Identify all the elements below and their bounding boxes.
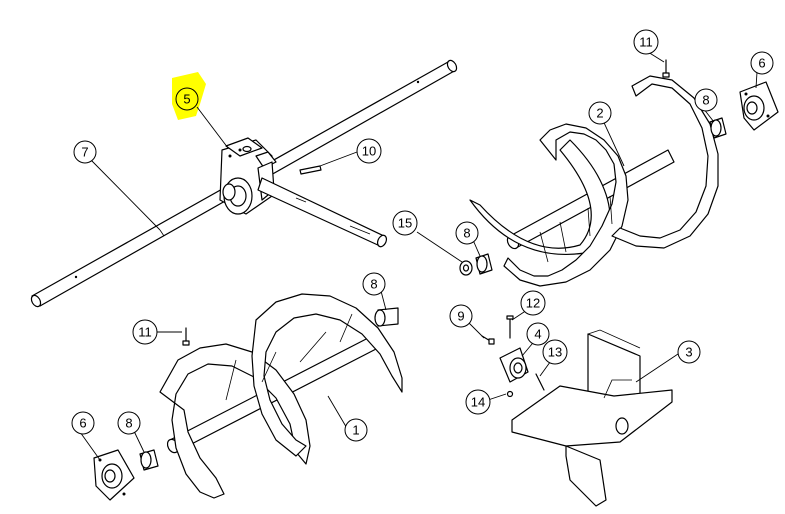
callout-9-label: 9 [457, 309, 464, 324]
bearing-flange-lower [93, 449, 135, 501]
callout-11-lower-label: 11 [138, 325, 152, 340]
callout-8-b: 8 [455, 221, 479, 245]
callout-8-c-label: 8 [370, 277, 377, 292]
callout-8-d-label: 8 [125, 416, 132, 431]
bearing-flange-upper [739, 81, 779, 131]
callout-7: 7 [73, 140, 97, 164]
pin-part-13 [535, 373, 545, 391]
callout-6-upper: 6 [750, 51, 774, 75]
bolt-part-9 [481, 335, 495, 345]
callout-8-a: 8 [694, 88, 718, 112]
callout-13: 13 [542, 339, 568, 365]
key-part-10 [299, 165, 322, 175]
callout-5: 5 [175, 87, 199, 111]
callout-1-label: 1 [352, 423, 359, 438]
auger-upper [469, 75, 719, 287]
callout-4-label: 4 [534, 327, 541, 342]
callout-11-upper: 11 [633, 29, 659, 55]
callout-13-label: 13 [548, 345, 562, 360]
callout-8-a-label: 8 [702, 93, 709, 108]
callout-8-b-label: 8 [463, 226, 470, 241]
bolt-part-11-upper [662, 59, 670, 78]
callout-6-upper-label: 6 [758, 56, 765, 71]
bushing-d [139, 449, 159, 471]
callout-4: 4 [526, 322, 550, 346]
callout-10: 10 [356, 138, 382, 164]
callout-11-lower: 11 [132, 319, 158, 345]
callout-14-label: 14 [471, 395, 485, 410]
callout-7-label: 7 [81, 145, 88, 160]
bolt-part-11-lower [182, 327, 190, 346]
callout-2-label: 2 [596, 106, 603, 121]
cross-shaft [257, 177, 388, 248]
washer-part-15 [459, 260, 473, 276]
bushing-b [475, 253, 493, 275]
nut-part-14 [506, 390, 514, 398]
callout-3-label: 3 [685, 345, 692, 360]
callout-6-lower-label: 6 [79, 416, 86, 431]
callout-15: 15 [392, 210, 418, 236]
callout-15-label: 15 [398, 216, 412, 231]
callout-14: 14 [465, 389, 491, 415]
callout-1: 1 [344, 418, 368, 442]
callout-5-label: 5 [183, 92, 190, 107]
callout-9: 9 [449, 304, 473, 328]
callout-8-d: 8 [117, 411, 141, 435]
callout-12-label: 12 [526, 296, 540, 311]
callout-2: 2 [588, 101, 612, 125]
housing-part-3 [511, 329, 673, 507]
bushing-a [709, 117, 727, 139]
callout-10-label: 10 [362, 144, 376, 159]
bushing-c [374, 307, 399, 327]
auger-lower [159, 293, 403, 499]
callout-12: 12 [520, 290, 546, 316]
callout-6-lower: 6 [71, 411, 95, 435]
gearbox [219, 137, 277, 215]
callout-3: 3 [677, 340, 701, 364]
bearing-part-4 [499, 347, 529, 383]
callout-11-upper-label: 11 [639, 35, 653, 50]
bolt-part-12 [506, 315, 514, 339]
callout-8-c: 8 [362, 272, 386, 296]
